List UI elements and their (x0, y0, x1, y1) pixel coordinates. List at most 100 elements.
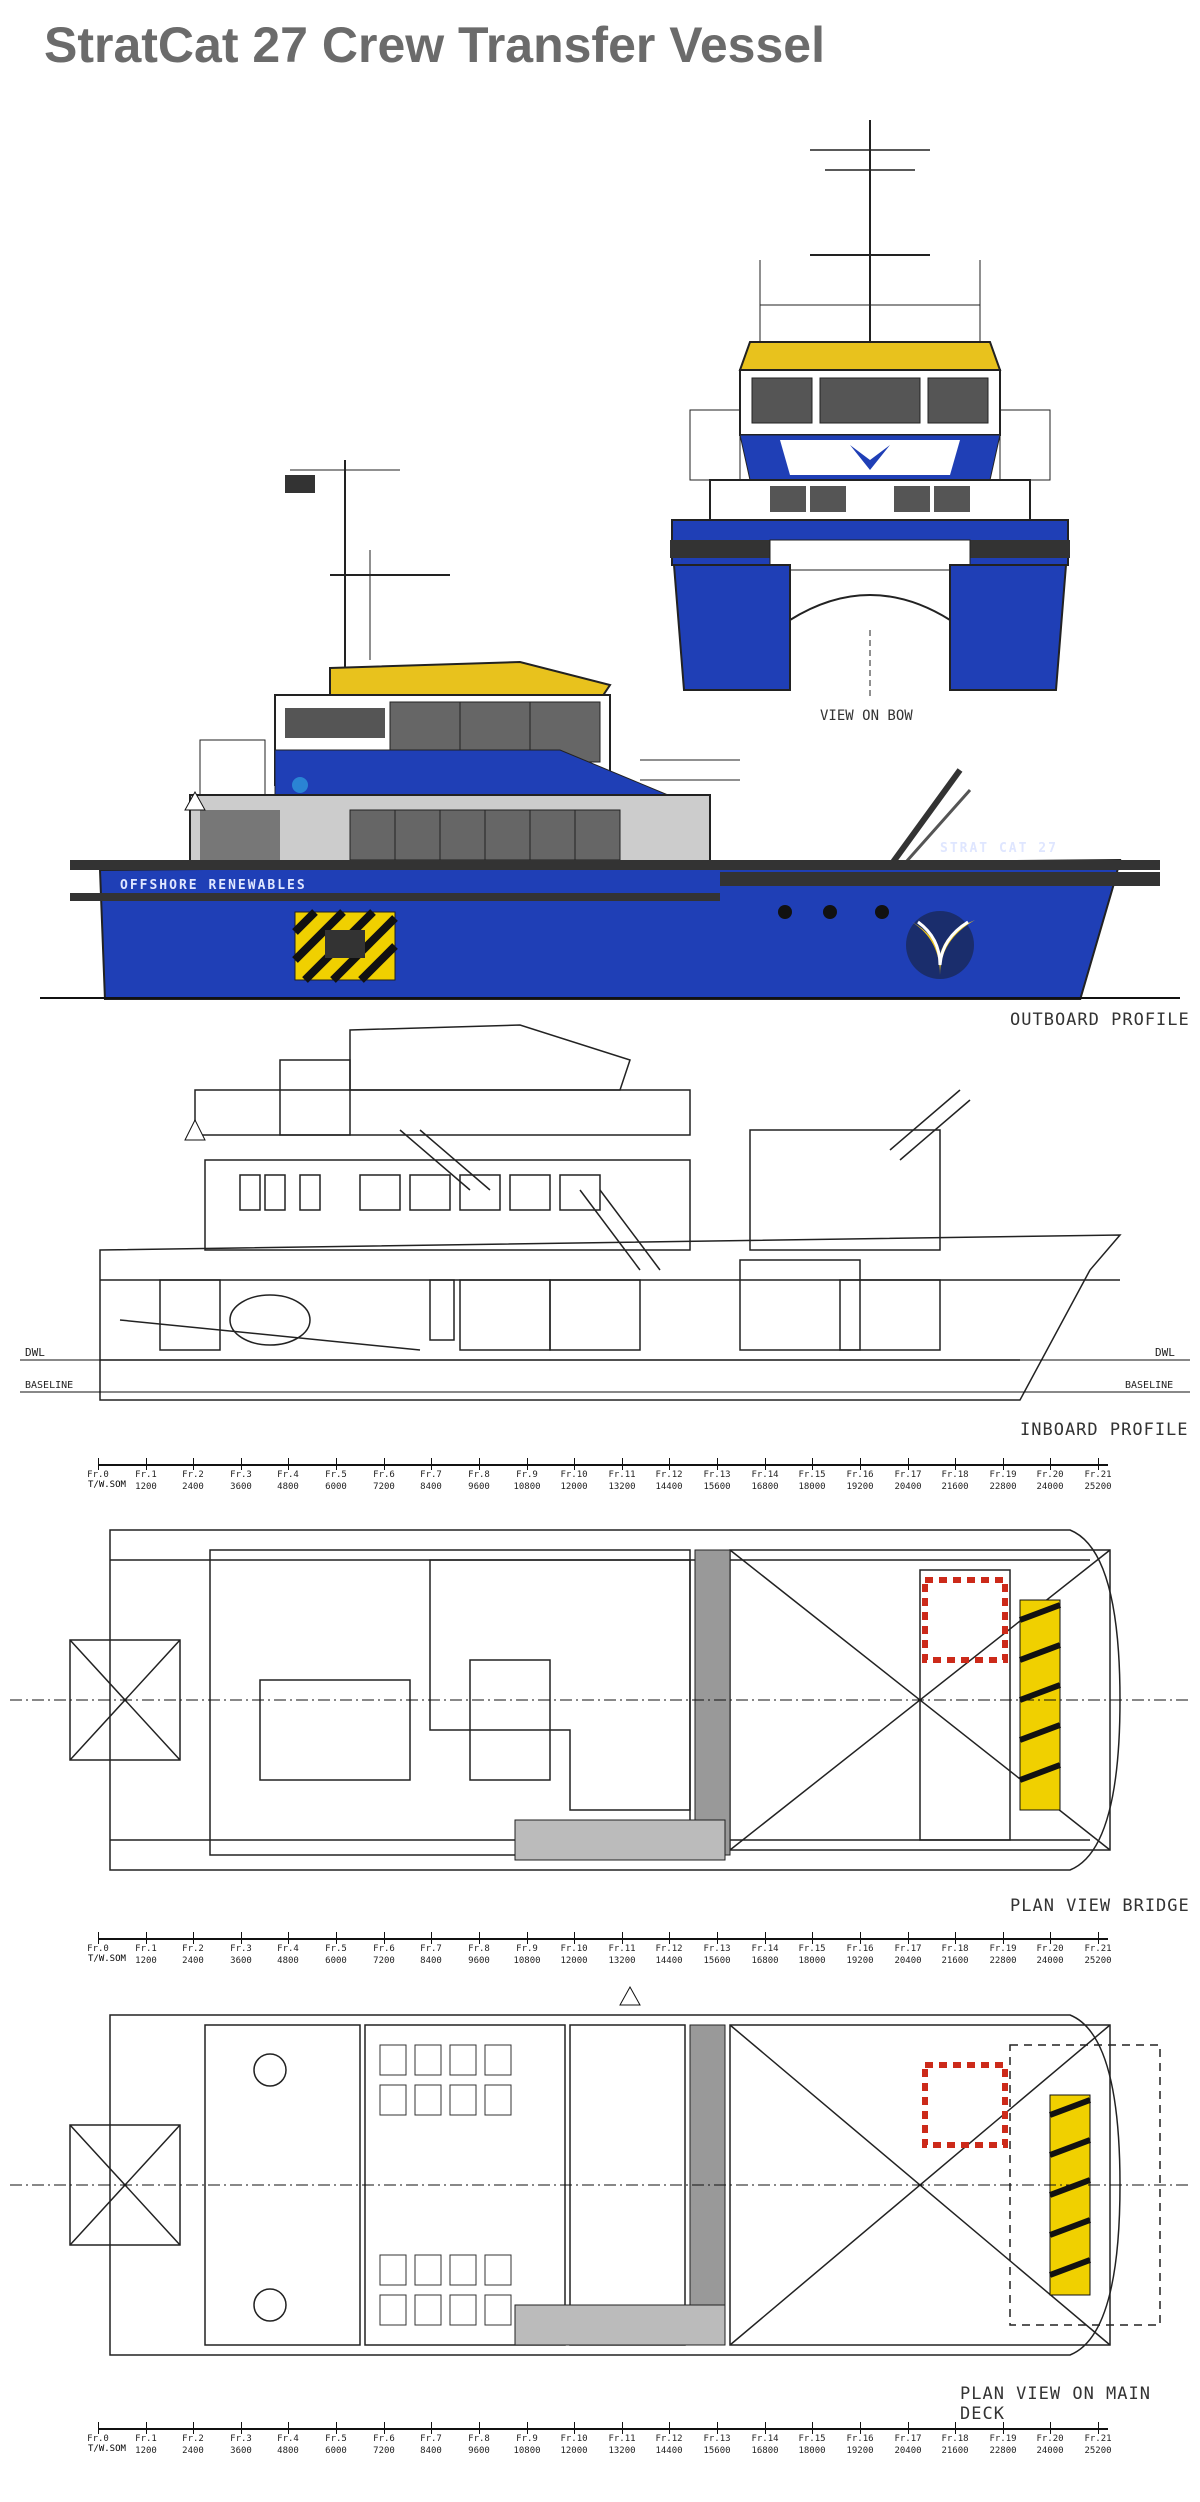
frame-label: Fr.8 (468, 2434, 490, 2444)
frame-position: 19200 (846, 2446, 874, 2456)
frame-label: Fr.20 (1036, 1470, 1064, 1480)
ruler-tick (812, 2422, 813, 2434)
ruler-tick (908, 2422, 909, 2434)
frame-label: Fr.21 (1084, 1944, 1112, 1954)
frame-position: 20400 (894, 1956, 922, 1966)
frame-label: Fr.14 (751, 1470, 779, 1480)
ruler-tick (288, 2422, 289, 2434)
frame-label: Fr.0 (87, 1944, 109, 1954)
ruler-tick (908, 1932, 909, 1944)
frame-position: 13200 (608, 2446, 636, 2456)
frame-label: Fr.13 (703, 1470, 731, 1480)
frame-position: 6000 (325, 1482, 347, 1492)
ruler-tick (1098, 2422, 1099, 2434)
ruler-tick (1003, 2422, 1004, 2434)
ruler-tick (98, 2422, 99, 2434)
frame-position: 16800 (751, 2446, 779, 2456)
frame-label: Fr.11 (608, 2434, 636, 2444)
frame-label: Fr.7 (420, 1944, 442, 1954)
frame-label: Fr.2 (182, 1944, 204, 1954)
ruler-tick (146, 1932, 147, 1944)
ruler-tick (241, 1458, 242, 1470)
ruler-tick (384, 2422, 385, 2434)
frame-label: Fr.14 (751, 2434, 779, 2444)
ruler-tick (241, 1932, 242, 1944)
frame-label: Fr.10 (560, 1470, 588, 1480)
frame-position: 2400 (182, 2446, 204, 2456)
frame-label: Fr.17 (894, 1470, 922, 1480)
frame-position: 13200 (608, 1482, 636, 1492)
ruler-tick (527, 1932, 528, 1944)
frame-label: Fr.10 (560, 1944, 588, 1954)
frame-position: 3600 (230, 2446, 252, 2456)
warning-triangle-icon (619, 1985, 641, 2006)
frame-label: Fr.9 (516, 2434, 538, 2444)
ruler-tick (574, 2422, 575, 2434)
frame-label: Fr.9 (516, 1470, 538, 1480)
frame-label: Fr.15 (798, 1470, 826, 1480)
vessel-name-text: STRAT CAT 27 (940, 841, 1058, 856)
frame-position: 3600 (230, 1956, 252, 1966)
frame-label: Fr.15 (798, 1944, 826, 1954)
ruler-tick (622, 1458, 623, 1470)
frame-label: Fr.5 (325, 1944, 347, 1954)
frame-position: 8400 (420, 1482, 442, 1492)
frame-label: Fr.8 (468, 1470, 490, 1480)
plan-main-deck-drawing (10, 1985, 1190, 2356)
ruler-tick (669, 1458, 670, 1470)
frame-label: Fr.19 (989, 1944, 1017, 1954)
frame-position: 12000 (560, 2446, 588, 2456)
frame-label: Fr.11 (608, 1944, 636, 1954)
frame-label: Fr.3 (230, 1470, 252, 1480)
frame-position: 19200 (846, 1956, 874, 1966)
frame-label: Fr.18 (941, 1944, 969, 1954)
frame-position: 25200 (1084, 1482, 1112, 1492)
frame-position: 1200 (135, 2446, 157, 2456)
ruler-tick (146, 1458, 147, 1470)
frame-position: 10800 (513, 2446, 541, 2456)
frame-label: Fr.11 (608, 1470, 636, 1480)
frame-label: Fr.17 (894, 1944, 922, 1954)
frame-position: 22800 (989, 1482, 1017, 1492)
frame-position: 7200 (373, 1956, 395, 1966)
frame-label: Fr.13 (703, 1944, 731, 1954)
frame-position: 12000 (560, 1956, 588, 1966)
warning-triangle-icon (184, 790, 206, 811)
frame-position: 3600 (230, 1482, 252, 1492)
ruler-tick (193, 2422, 194, 2434)
frame-label: Fr.18 (941, 2434, 969, 2444)
ruler-tick (479, 1458, 480, 1470)
ruler-baseline (98, 2428, 1108, 2430)
dwl-label-right: DWL (1155, 1346, 1175, 1359)
frame-position: 20400 (894, 2446, 922, 2456)
frame-position: 21600 (941, 1956, 969, 1966)
ruler-tick (955, 2422, 956, 2434)
ruler-tick (860, 1932, 861, 1944)
ruler-tick (288, 1932, 289, 1944)
ruler-tick (860, 2422, 861, 2434)
frame-position: 6000 (325, 2446, 347, 2456)
ruler-tick (431, 2422, 432, 2434)
ruler-tick (1050, 1458, 1051, 1470)
frame-label: Fr.2 (182, 2434, 204, 2444)
ruler-tick (908, 1458, 909, 1470)
ruler-tick (193, 1458, 194, 1470)
ruler-tick (336, 1458, 337, 1470)
ruler-tick (431, 1932, 432, 1944)
ruler-tick (384, 1932, 385, 1944)
frame-label: Fr.16 (846, 1470, 874, 1480)
frame-position: 22800 (989, 2446, 1017, 2456)
frame-position: 14400 (655, 1482, 683, 1492)
frame-position: 10800 (513, 1482, 541, 1492)
ruler-tick (765, 1458, 766, 1470)
frame-position: 6000 (325, 1956, 347, 1966)
ruler-tick (98, 1932, 99, 1944)
ruler-baseline (98, 1938, 1108, 1940)
hull-side-text: OFFSHORE RENEWABLES (120, 878, 307, 893)
ruler-tick (98, 1458, 99, 1470)
frame-label: Fr.10 (560, 2434, 588, 2444)
ruler-tick (812, 1458, 813, 1470)
ruler-baseline (98, 1464, 1108, 1466)
frame-label: Fr.0 (87, 1470, 109, 1480)
